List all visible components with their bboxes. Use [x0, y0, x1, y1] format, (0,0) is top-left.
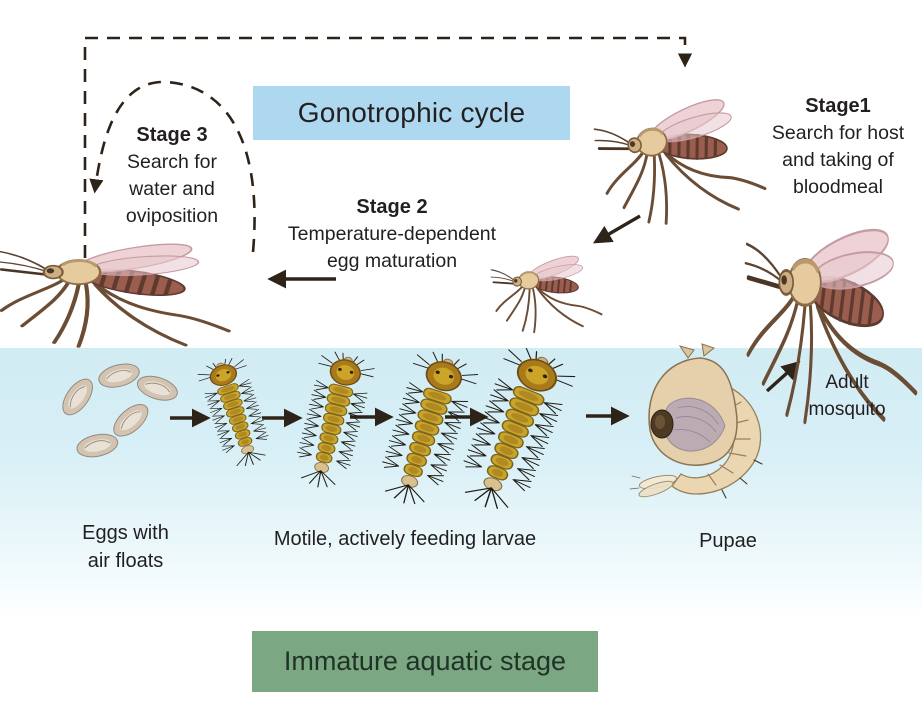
immature-aquatic-stage-box: Immature aquatic stage — [252, 631, 598, 692]
stage1-line-3: bloodmeal — [793, 176, 883, 198]
gonotrophic-cycle-box: Gonotrophic cycle — [253, 86, 570, 140]
stage2-line-2: egg maturation — [326, 250, 458, 272]
stage2-title: Stage 2 — [356, 196, 428, 218]
eggs-label-line-1: Eggs with — [82, 522, 169, 544]
eggs-label-line-2: air floats — [87, 550, 164, 572]
adult-label-line-2: mosquito — [808, 399, 886, 420]
stage1-line-1: Search for host — [771, 122, 905, 144]
stage3-line-1: Search for — [127, 151, 217, 173]
mosquito-eggs-raft-icon — [62, 363, 178, 458]
stage1-line-2: and taking of — [782, 149, 894, 171]
pupae-label: Pupae — [699, 530, 757, 552]
adult-mosquito-label: Adult mosquito — [788, 369, 906, 423]
eggs-label: Eggs with air floats — [58, 519, 193, 575]
adult-mosquito-resting-left-icon — [0, 226, 240, 354]
gonotrophic-cycle-title: Gonotrophic cycle — [297, 97, 526, 128]
immature-aquatic-stage-title: Immature aquatic stage — [283, 646, 567, 676]
stage3-label: Stage 3 Search for water and oviposition — [97, 122, 247, 230]
stage2-label: Stage 2 Temperature-dependent egg matura… — [270, 194, 514, 275]
stage3-line-2: water and — [129, 178, 215, 200]
stage3-title: Stage 3 — [136, 124, 208, 146]
stage1-title: Stage1 — [805, 95, 871, 117]
mosquito-pupa-icon — [628, 342, 778, 507]
stage3-line-3: oviposition — [125, 205, 219, 227]
stage1-label: Stage1 Search for host and taking of blo… — [758, 93, 918, 201]
stage2-line-1: Temperature-dependent — [287, 223, 497, 245]
larvae-label: Motile, actively feeding larvae — [273, 528, 537, 550]
adult-label-line-1: Adult — [825, 372, 869, 393]
